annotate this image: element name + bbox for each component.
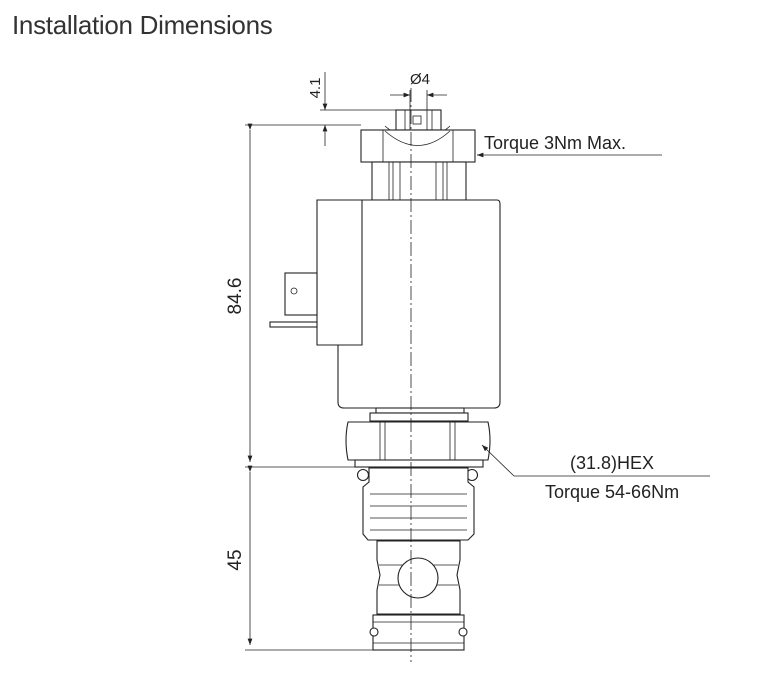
connector-nut bbox=[360, 129, 476, 201]
dimension-connector-offset: 4.1 bbox=[307, 78, 324, 99]
dimension-connector-diameter: Ø4 bbox=[410, 71, 430, 88]
valve-body bbox=[345, 407, 491, 651]
solenoid-coil bbox=[269, 199, 501, 409]
dimension-overall-height: 84.6 bbox=[225, 278, 246, 315]
dimension-lines bbox=[245, 72, 710, 651]
dimension-cartridge-length: 45 bbox=[225, 549, 246, 570]
connector-pin bbox=[384, 109, 451, 141]
hex-torque-label: Torque 54-66Nm bbox=[545, 482, 679, 502]
hex-size-label: (31.8)HEX bbox=[570, 453, 654, 473]
page-title: Installation Dimensions bbox=[12, 10, 273, 40]
nut-torque-label: Torque 3Nm Max. bbox=[484, 133, 626, 153]
